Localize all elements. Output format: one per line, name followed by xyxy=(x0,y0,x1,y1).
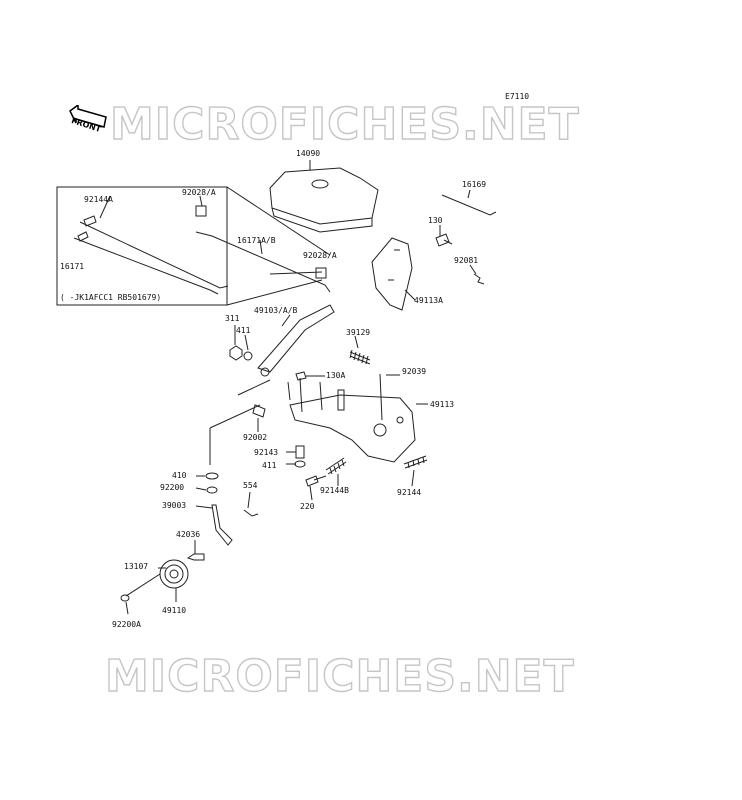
bracket-49113a xyxy=(371,237,413,311)
label-220: 220 xyxy=(300,502,315,511)
watermark-bottom: MICROFICHES.NET xyxy=(104,651,575,702)
rod-92144a xyxy=(79,221,229,289)
watermark-top: MICROFICHES.NET xyxy=(109,99,580,150)
inset-note: ( -JK1AFCC1 RB501679) xyxy=(60,293,162,302)
label-411-top: 411 xyxy=(236,326,251,335)
label-16171: 16171 xyxy=(60,262,85,271)
label-92039: 92039 xyxy=(402,367,427,376)
lever-49103ab xyxy=(257,304,335,373)
label-554: 554 xyxy=(243,481,258,490)
cover-14090 xyxy=(269,167,379,225)
gear-49110 xyxy=(159,559,189,589)
inset-box xyxy=(56,186,228,306)
label-49113: 49113 xyxy=(430,400,455,409)
label-410: 410 xyxy=(172,471,187,480)
label-311: 311 xyxy=(225,314,240,323)
label-14090: 14090 xyxy=(296,149,321,158)
label-49113a: 49113A xyxy=(414,296,443,305)
diagram-code: E7110 xyxy=(505,92,530,101)
cable-16171ab xyxy=(195,231,331,293)
label-92200a: 92200A xyxy=(112,620,141,629)
link-39003 xyxy=(211,504,233,546)
label-16169: 16169 xyxy=(462,180,487,189)
label-92144b: 92144B xyxy=(320,486,349,495)
label-49103ab: 49103/A/B xyxy=(254,306,298,315)
label-42036: 42036 xyxy=(176,530,201,539)
label-92028a-mid: 92028/A xyxy=(303,251,337,260)
label-92081: 92081 xyxy=(454,256,479,265)
rod-16171 xyxy=(73,237,219,295)
label-39129: 39129 xyxy=(346,328,371,337)
label-92143: 92143 xyxy=(254,448,279,457)
label-39003: 39003 xyxy=(162,501,187,510)
label-92144a: 92144A xyxy=(84,195,113,204)
label-411-bottom: 411 xyxy=(262,461,277,470)
rod-16169 xyxy=(441,194,497,216)
front-arrow-icon xyxy=(69,105,107,128)
label-49110: 49110 xyxy=(162,606,187,615)
label-130a: 130A xyxy=(326,371,346,380)
plate-49113 xyxy=(289,394,416,463)
label-92200: 92200 xyxy=(160,483,185,492)
label-92002: 92002 xyxy=(243,433,268,442)
label-13107: 13107 xyxy=(124,562,149,571)
label-92144: 92144 xyxy=(397,488,422,497)
label-16171ab: 16171A/B xyxy=(237,236,276,245)
label-92028a-top: 92028/A xyxy=(182,188,216,197)
label-130: 130 xyxy=(428,216,443,225)
